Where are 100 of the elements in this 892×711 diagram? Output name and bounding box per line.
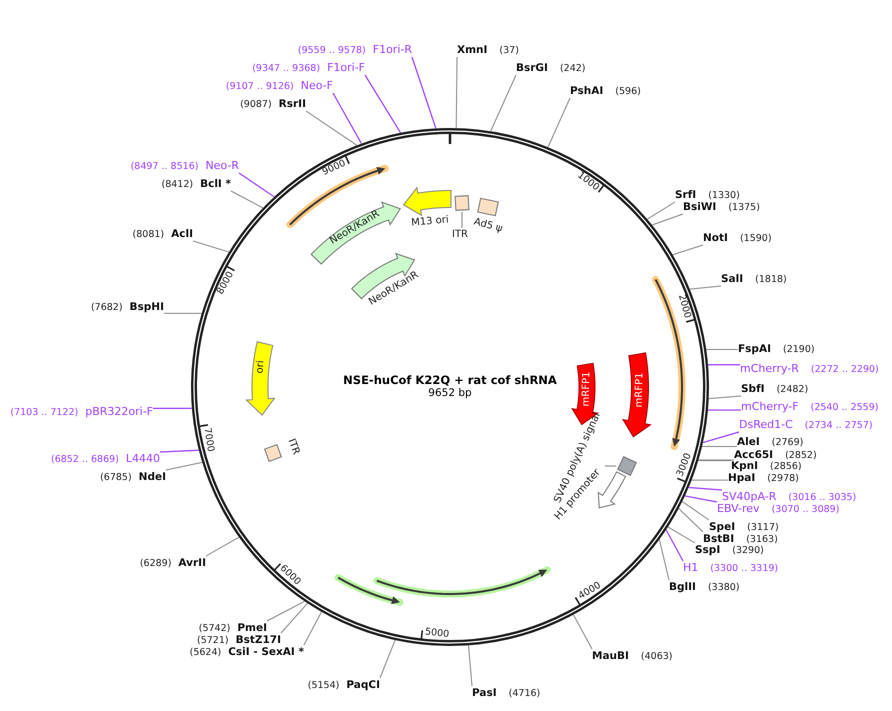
leader-line: [166, 462, 203, 470]
primer-name: DsRed1-C: [739, 418, 793, 432]
position-label: (4716): [508, 687, 540, 701]
enzyme-name: HpaI: [728, 472, 756, 485]
position-label: (242): [560, 62, 586, 76]
enzyme-name: AvrII: [178, 556, 206, 570]
enzyme-name: Acc65I: [734, 448, 774, 461]
leader-line: [702, 431, 740, 444]
enzyme-name: RsrII: [278, 97, 306, 111]
primer-name: F1ori-F: [327, 61, 365, 75]
position-label: (6785): [100, 471, 132, 485]
position-label: (3070 .. 3089): [772, 503, 840, 517]
position-label: (7682): [90, 301, 123, 315]
leader-line: [572, 614, 592, 650]
enzyme-name: BspHI: [130, 300, 164, 314]
leader-line: [490, 74, 516, 132]
enzyme-name: PshAI: [570, 84, 604, 98]
leader-line: [667, 526, 696, 544]
enzyme-name: PasI: [472, 686, 497, 700]
enzyme-name: BsrGI: [516, 61, 548, 75]
enzyme-name: XmnI: [457, 43, 488, 57]
leader-line: [380, 640, 396, 678]
enzyme-name: NotI: [703, 231, 728, 245]
leader-line: [706, 349, 738, 350]
position-label: (9087): [240, 98, 272, 112]
enzyme-name: SrfI: [675, 188, 696, 202]
leader-line: [280, 602, 308, 634]
enzyme-name: BclI *: [200, 177, 231, 191]
position-label: (2856): [770, 460, 802, 474]
leader-line: [708, 364, 740, 366]
position-label: (5624): [190, 646, 222, 660]
leader-line: [153, 408, 192, 409]
leader-line: [164, 312, 202, 314]
enzyme-name: CsiI - SexAI *: [228, 645, 304, 659]
leader-line: [230, 190, 264, 208]
position-label: (4063): [640, 650, 673, 664]
position-label: (8412): [162, 178, 194, 192]
tick-label: 7000: [200, 427, 216, 454]
enzyme-name: FspAI: [738, 342, 771, 356]
position-label: (1375): [728, 201, 760, 215]
enzyme-name: KpnI: [731, 459, 758, 473]
enzyme-name: SpeI: [709, 520, 736, 534]
leader-line: [684, 495, 718, 503]
position-label: (7103 .. 7122): [10, 406, 78, 420]
tick-label: 2000: [675, 294, 694, 320]
leader-line: [702, 446, 738, 447]
leader-line: [160, 450, 199, 453]
leader-line: [688, 486, 722, 491]
primer-name: H1: [683, 561, 698, 575]
tick-label: 5000: [424, 626, 450, 642]
leader-line: [666, 529, 684, 562]
leader-line: [306, 110, 358, 146]
position-label: (1590): [740, 232, 772, 246]
tick-label: 8000: [214, 269, 237, 296]
position-label: (5154): [308, 679, 340, 693]
position-label: (9347 .. 9368): [252, 62, 320, 76]
leader-line: [364, 74, 402, 134]
primer-name: pBR322ori-F: [85, 405, 153, 419]
enzyme-name: AleI: [737, 435, 760, 449]
position-label: (9107 .. 9126): [226, 80, 294, 94]
enzyme-name: MauBI: [592, 649, 629, 663]
position-label: (5721): [197, 634, 229, 647]
enzyme-name: BsiWI: [683, 200, 716, 214]
leader-line: [238, 172, 275, 198]
position-label: (3300 .. 3319): [710, 562, 778, 576]
leader-line: [689, 286, 722, 290]
feature-label: mRFP1: [580, 372, 594, 407]
feature-label: ITR: [284, 437, 302, 457]
position-label: (5742): [198, 622, 230, 636]
enzyme-name: BstZ17I: [236, 633, 281, 647]
enzyme-name: SalI: [721, 272, 744, 286]
primer-name: mCherry-F: [741, 400, 799, 414]
leader-line: [468, 644, 472, 686]
primer-name: F1ori-R: [372, 43, 412, 57]
leader-line: [332, 92, 362, 144]
position-label: (2978): [767, 472, 799, 486]
feature-label: M13 ori: [410, 214, 450, 230]
leader-line: [646, 202, 676, 220]
tick-label: 3000: [674, 452, 695, 479]
leader-line: [708, 396, 742, 400]
position-label: (2272 .. 2290): [810, 363, 879, 377]
position-label: (6852 .. 6869): [51, 453, 119, 467]
leader-line: [698, 460, 732, 462]
position-label: (2852): [785, 449, 817, 462]
leader-line: [266, 600, 306, 622]
feature-label: mRFP1: [634, 372, 646, 408]
leader-line: [456, 56, 458, 129]
primer-name: L4440: [126, 452, 160, 466]
leader-line: [691, 480, 728, 481]
position-label: (9559 .. 9578): [298, 44, 366, 58]
feature-label: Ad5 ψ: [472, 216, 504, 236]
tick-label: 4000: [576, 580, 603, 603]
position-label: (2482): [776, 383, 808, 397]
position-label: (3016 .. 3035): [788, 491, 856, 504]
leader-line: [206, 536, 240, 556]
leader-line: [678, 508, 704, 532]
enzyme-name: NdeI: [138, 470, 166, 484]
enzyme-name: PaqCI: [346, 678, 380, 692]
feature-label: ori: [254, 360, 268, 374]
position-label: (2190): [782, 343, 815, 357]
